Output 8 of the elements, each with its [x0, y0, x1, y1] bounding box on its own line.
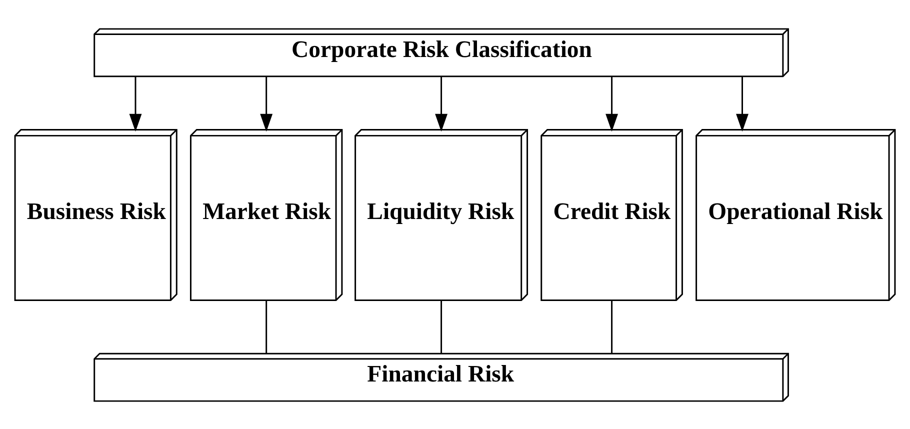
arrow: [736, 76, 748, 132]
arrow: [435, 76, 448, 132]
arrow: [129, 76, 142, 132]
connector: [440, 300, 442, 354]
connector: [611, 300, 613, 354]
arrow: [260, 76, 273, 132]
connector: [266, 300, 268, 354]
arrow: [606, 76, 618, 132]
